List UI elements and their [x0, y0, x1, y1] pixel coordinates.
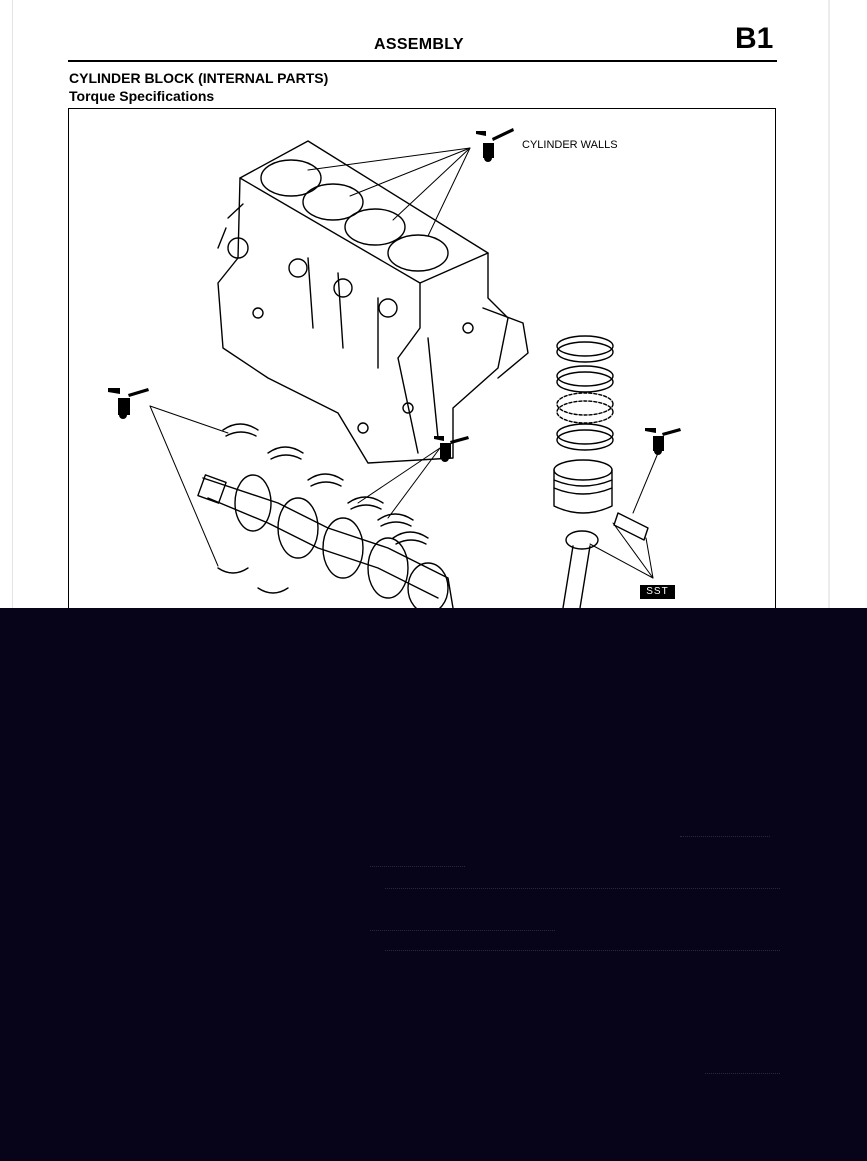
obscured-region	[0, 608, 867, 1161]
cylinder-walls-callout: CYLINDER WALLS	[522, 139, 618, 151]
obscured-text-line	[385, 950, 780, 963]
oil-can-icon	[476, 128, 514, 162]
obscured-text-line	[370, 930, 555, 943]
obscured-text-line	[680, 836, 770, 849]
figure-frame	[68, 108, 776, 628]
page-header-title: ASSEMBLY	[374, 36, 464, 53]
oil-can-icon	[645, 428, 681, 455]
header-rule	[68, 60, 777, 62]
obscured-text-line	[385, 888, 780, 901]
section-code: B1	[735, 22, 774, 55]
page-edge-left	[12, 0, 13, 608]
exploded-view-diagram	[108, 128, 681, 608]
piston-drawing	[553, 459, 613, 514]
crankshaft-drawing	[197, 474, 454, 608]
page-edge-right	[828, 0, 830, 608]
oil-can-icon	[108, 388, 149, 419]
piston-rings-drawing	[556, 335, 614, 451]
document-title: CYLINDER BLOCK (INTERNAL PARTS)	[69, 70, 329, 86]
cylinder-block-drawing	[217, 140, 529, 464]
obscured-text-line	[705, 1073, 780, 1086]
cylinder-walls-leader-lines	[307, 147, 471, 237]
oil-can-icon	[434, 436, 469, 462]
main-bearings-drawing	[217, 423, 429, 594]
sst-badge: SST	[640, 585, 675, 599]
bearing-leader-lines	[149, 405, 441, 567]
obscured-text-line	[370, 866, 465, 879]
connecting-rod-drawing	[562, 530, 599, 608]
piston-pin-drawing	[613, 512, 649, 541]
document-subtitle: Torque Specifications	[69, 88, 215, 104]
piston-leader-lines	[589, 452, 659, 579]
